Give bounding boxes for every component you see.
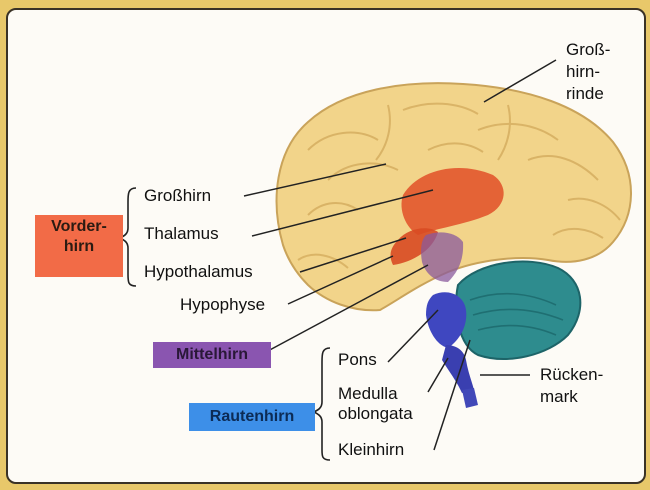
spinal-cord (462, 388, 478, 408)
mittelhirn-label-box: Mittelhirn (153, 342, 271, 368)
label-hypothalamus: Hypothalamus (144, 262, 253, 282)
label-rueckenmark-line1: Rücken- (540, 365, 603, 385)
label-grosshirnrinde-line1: Groß- (566, 40, 610, 60)
pons-region (426, 292, 466, 348)
medulla-region (442, 345, 474, 393)
label-medulla-line2: oblongata (338, 404, 413, 424)
diagram-frame: Vorder- hirn Großhirn Thalamus Hypothala… (6, 8, 646, 484)
label-grosshirn: Großhirn (144, 186, 211, 206)
rautenhirn-brace (314, 348, 330, 460)
label-hypophyse: Hypophyse (180, 295, 265, 315)
vorderhirn-line1: Vorder- (35, 217, 123, 237)
vorderhirn-label-box: Vorder- hirn (35, 215, 123, 277)
rautenhirn-label-box: Rautenhirn (189, 403, 315, 431)
label-rueckenmark-line2: mark (540, 387, 578, 407)
label-grosshirnrinde-line2: hirn- (566, 62, 600, 82)
label-kleinhirn: Kleinhirn (338, 440, 404, 460)
vorderhirn-line2: hirn (35, 237, 123, 257)
label-pons: Pons (338, 350, 377, 370)
label-medulla-line1: Medulla (338, 384, 398, 404)
label-thalamus: Thalamus (144, 224, 219, 244)
label-grosshirnrinde-line3: rinde (566, 84, 604, 104)
